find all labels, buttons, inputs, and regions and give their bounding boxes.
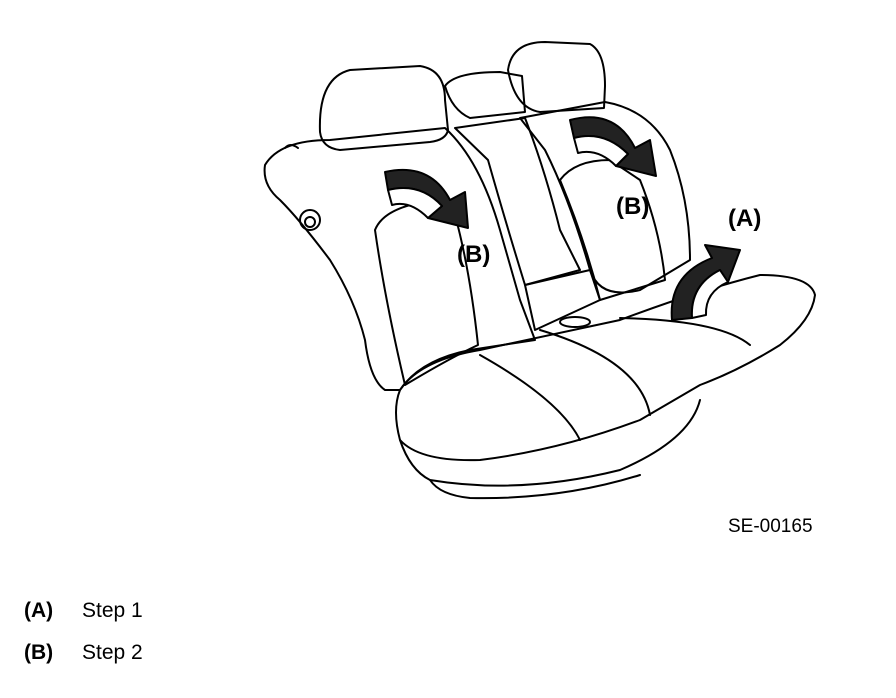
figure-id: SE-00165 [728, 516, 813, 537]
legend-item: (B) Step 2 [24, 632, 143, 674]
right-backrest-inner [559, 159, 666, 301]
left-headrest [318, 65, 449, 151]
legend-key: (A) [24, 599, 54, 622]
legend-key: (B) [24, 641, 54, 664]
left-backrest [263, 127, 536, 391]
legend-item: (A) Step 1 [24, 590, 143, 632]
callout-b-left: (B) [457, 241, 490, 268]
seat-latch [299, 209, 321, 231]
fold-arrow-icon [384, 168, 469, 229]
center-headrest [444, 71, 526, 119]
seat-cushion [395, 274, 816, 462]
left-backrest-inner [374, 199, 479, 386]
callout-b-right: (B) [616, 193, 649, 220]
legend-text: Step 2 [82, 641, 143, 664]
legend-text: Step 1 [82, 599, 143, 622]
fold-arrow-icon [569, 116, 657, 177]
right-headrest [507, 41, 606, 113]
lift-arrow-icon [670, 244, 741, 321]
legend: (A) Step 1 (B) Step 2 [24, 590, 143, 674]
callout-a: (A) [728, 205, 761, 232]
center-backrest [454, 117, 581, 286]
rear-seat-illustration: (B) (B) (A) [263, 41, 816, 500]
